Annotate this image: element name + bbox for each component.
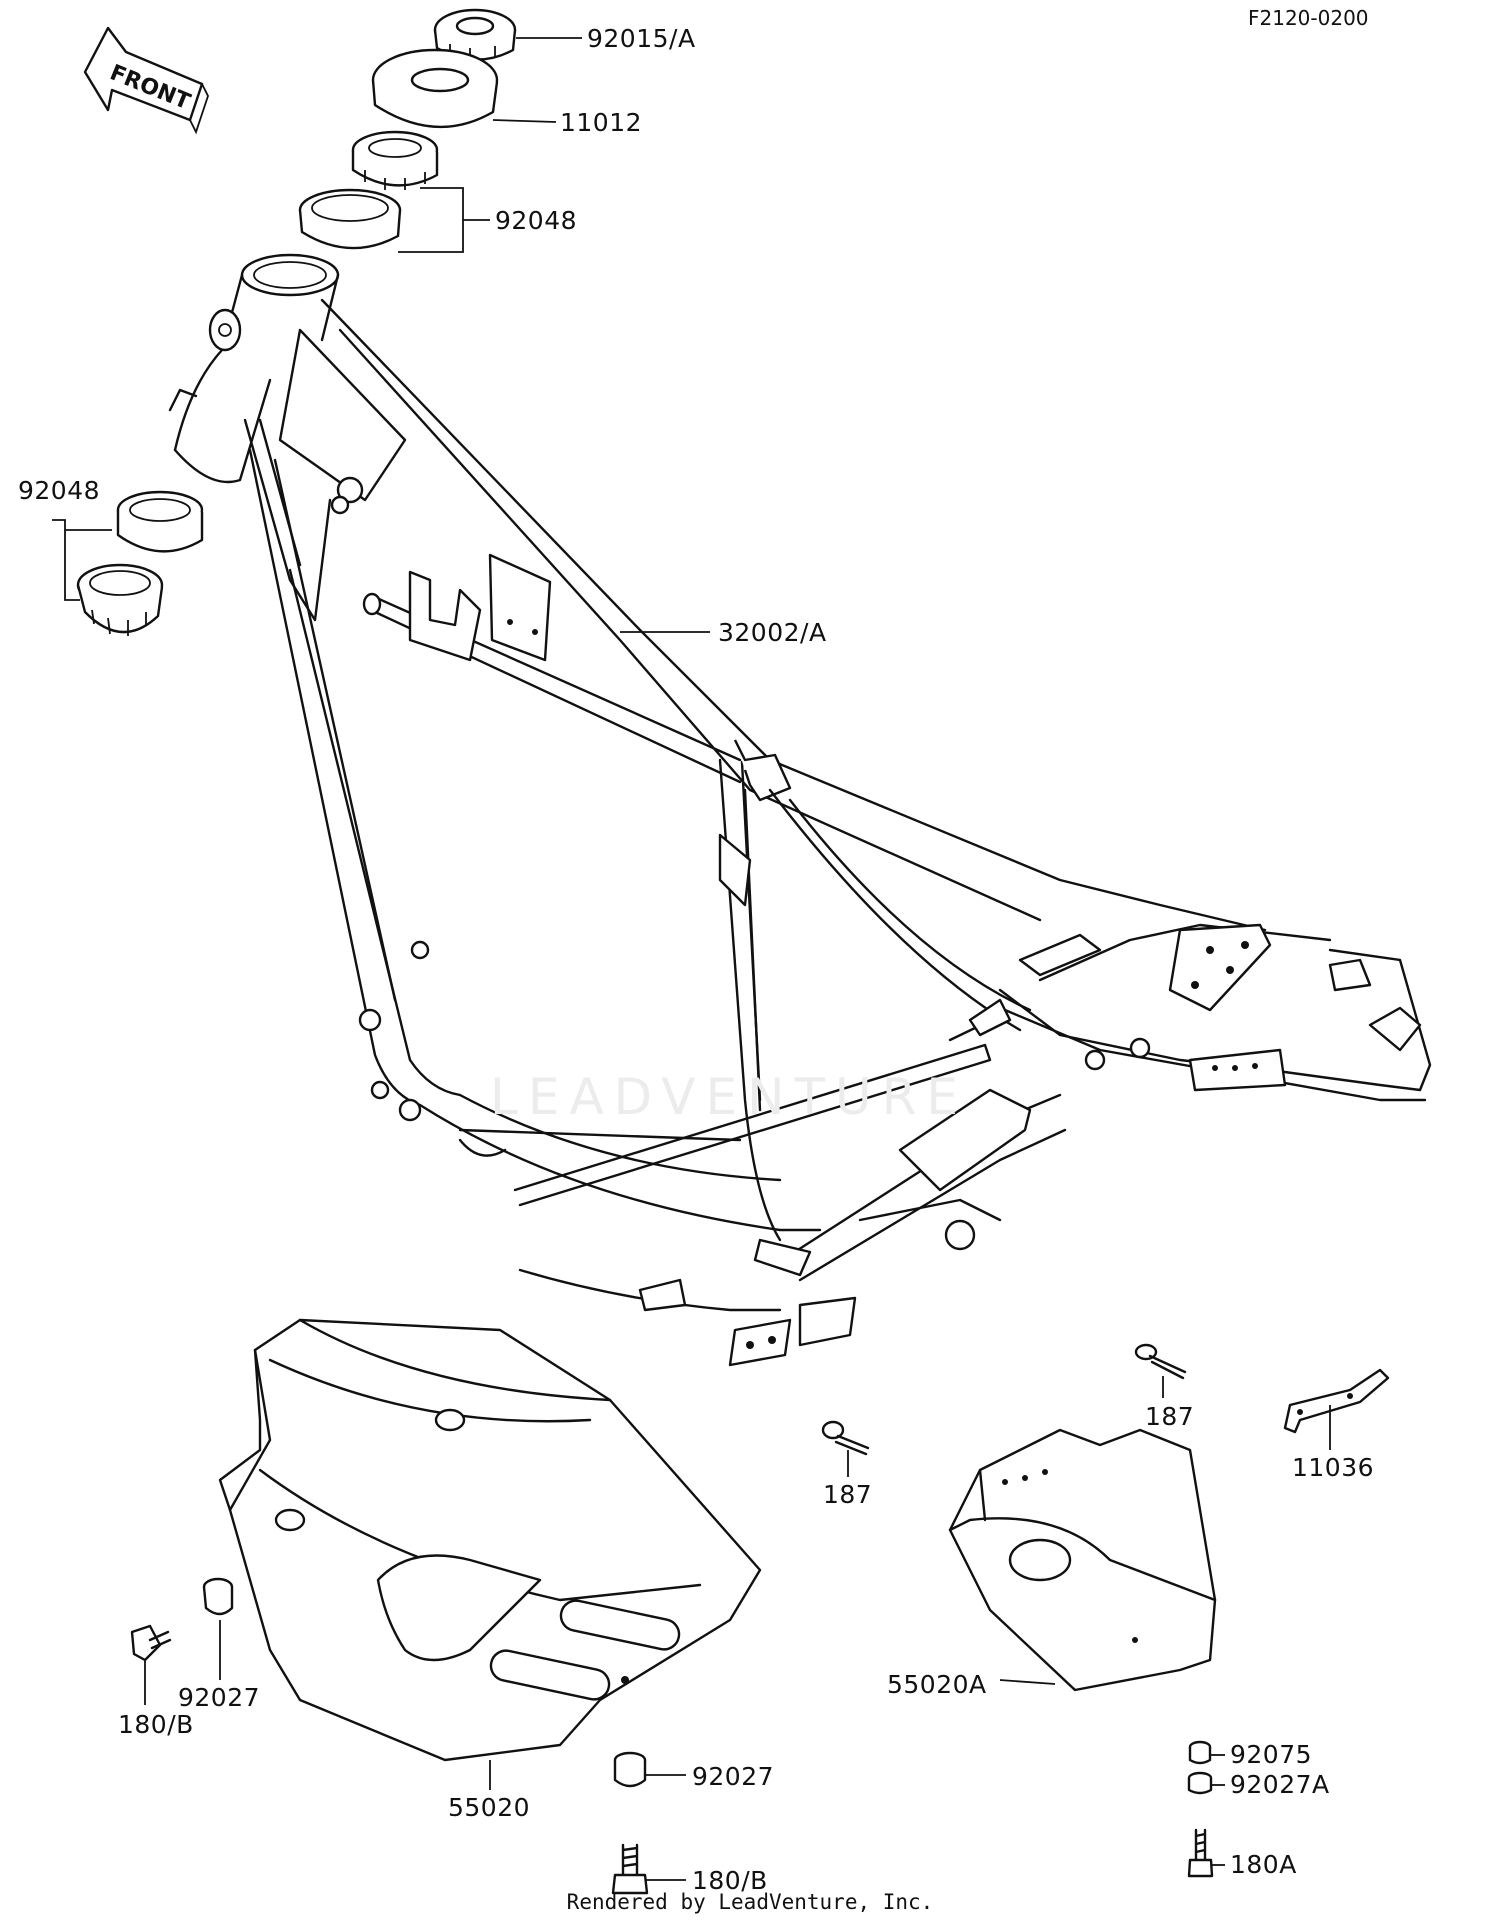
callout-180a: 180A xyxy=(1230,1850,1297,1879)
steering-cap-part xyxy=(371,48,499,129)
figure-code: F2120-0200 xyxy=(1248,6,1369,30)
callout-92027a: 92027A xyxy=(1230,1770,1330,1799)
leader-rear-skid-plate xyxy=(999,1679,1056,1685)
callout-92027-left: 92027 xyxy=(178,1683,261,1712)
footer-credit: Rendered by LeadVenture, Inc. xyxy=(566,1890,934,1914)
bolt-middle-part xyxy=(821,1420,870,1456)
leader-upper-bearing xyxy=(398,187,490,253)
rear-skid-plate-part xyxy=(948,1428,1217,1692)
callout-92048-lower: 92048 xyxy=(18,476,101,505)
callout-32002-a: 32002/A xyxy=(718,618,827,647)
callout-180-b-bottom: 180/B xyxy=(692,1866,768,1895)
collar-left-part xyxy=(202,1577,234,1616)
front-arrow-icon: FRONT xyxy=(83,26,209,135)
bracket-part xyxy=(1283,1368,1390,1434)
bolt-upper-right-part xyxy=(1134,1343,1187,1380)
callout-180-b-left: 180/B xyxy=(118,1710,194,1739)
callout-92075: 92075 xyxy=(1230,1740,1313,1769)
callout-92027-bottom: 92027 xyxy=(692,1762,775,1791)
callout-92015-a: 92015/A xyxy=(587,24,696,53)
callout-11012: 11012 xyxy=(560,108,643,137)
lower-bearing-part xyxy=(76,490,204,636)
frame-part xyxy=(168,253,1432,1367)
bolt-a-part xyxy=(1187,1828,1214,1878)
collar-a-part xyxy=(1188,1740,1212,1765)
leader-steering-cap xyxy=(492,119,557,123)
bolt-bottom-part xyxy=(611,1843,649,1895)
callout-55020a: 55020A xyxy=(887,1670,987,1699)
callout-187-upper: 187 xyxy=(1145,1402,1195,1431)
upper-bearing-part xyxy=(298,130,439,250)
bolt-left-part xyxy=(130,1624,172,1662)
callout-187-middle: 187 xyxy=(823,1480,873,1509)
collar-b-part xyxy=(1187,1771,1213,1795)
front-skid-plate-part xyxy=(218,1318,762,1762)
watermark: LEADVENTURE xyxy=(490,1068,968,1126)
collar-bottom-part xyxy=(613,1751,647,1788)
callout-55020: 55020 xyxy=(448,1793,531,1822)
callout-92048-upper: 92048 xyxy=(495,206,578,235)
leader-lower-bearing xyxy=(52,519,112,601)
callout-11036: 11036 xyxy=(1292,1453,1375,1482)
